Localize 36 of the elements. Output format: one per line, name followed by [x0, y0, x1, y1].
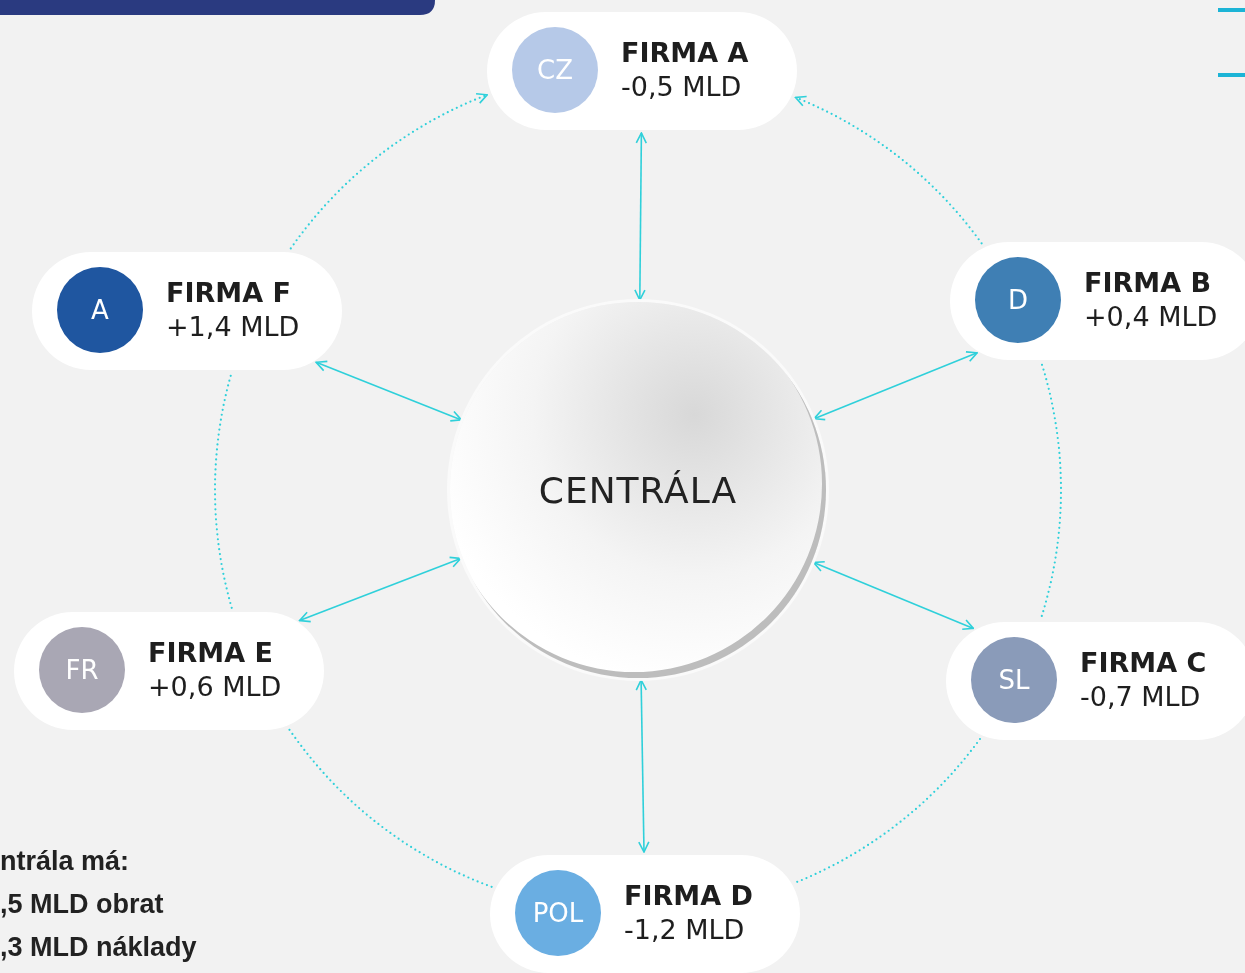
- dotted-connector-line: [1040, 363, 1063, 619]
- country-badge: A: [57, 267, 143, 353]
- result-value: +0,6 MLD: [148, 670, 282, 704]
- double-arrow: [813, 351, 978, 421]
- double-arrow: [298, 556, 462, 623]
- country-badge: D: [975, 257, 1061, 343]
- note-text: ntrála má:: [0, 846, 130, 877]
- result-value: -1,2 MLD: [624, 913, 745, 947]
- result-value: +1,4 MLD: [166, 310, 300, 344]
- company-name: FIRMA D: [624, 879, 753, 913]
- company-name: FIRMA B: [1084, 266, 1212, 300]
- double-arrow: [812, 560, 975, 630]
- dotted-connector-line: [794, 737, 982, 884]
- country-badge: CZ: [512, 27, 598, 113]
- note-text: ,5 MLD obrat: [0, 889, 164, 920]
- company-card: [946, 622, 1245, 740]
- dotted-arrow: [794, 95, 983, 245]
- dotted-connector-line: [213, 373, 233, 609]
- country-badge: FR: [39, 627, 125, 713]
- result-value: -0,7 MLD: [1080, 680, 1201, 714]
- company-card: [950, 242, 1245, 360]
- result-value: -0,5 MLD: [621, 70, 742, 104]
- result-value: +0,4 MLD: [1084, 300, 1218, 334]
- double-arrow: [634, 132, 648, 301]
- country-badge: SL: [971, 637, 1057, 723]
- double-arrow: [315, 360, 463, 422]
- company-name: FIRMA F: [166, 276, 291, 310]
- note-text: ,3 MLD náklady: [0, 932, 197, 963]
- company-name: FIRMA A: [621, 36, 749, 70]
- company-name: FIRMA E: [148, 636, 273, 670]
- dotted-arrow: [289, 92, 489, 250]
- double-arrow: [635, 679, 650, 853]
- dotted-connector-line: [288, 728, 493, 888]
- country-badge: POL: [515, 870, 601, 956]
- company-name: FIRMA C: [1080, 646, 1207, 680]
- hub-circle: CENTRÁLA: [450, 302, 826, 678]
